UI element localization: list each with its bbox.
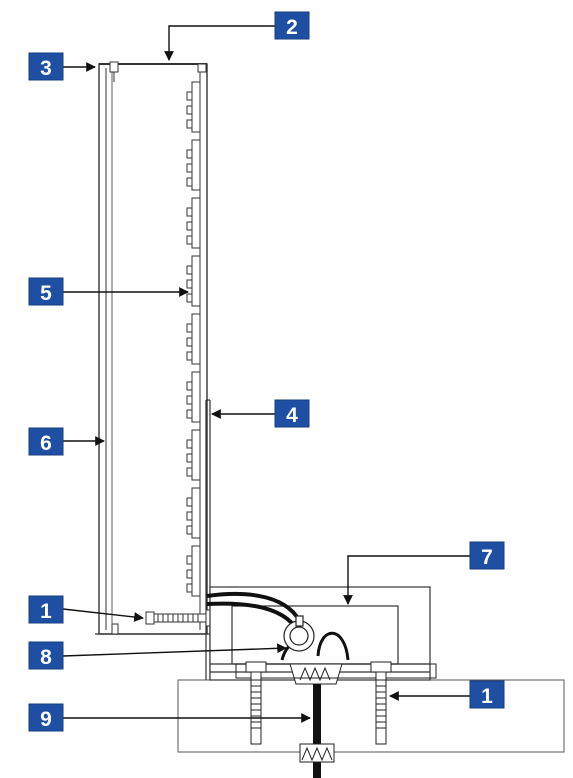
callout-label: 4 — [286, 404, 298, 427]
callout-label: 1 — [40, 600, 52, 623]
callout-1-anchor: 1 — [469, 680, 505, 709]
callout-6: 6 — [28, 427, 64, 456]
led-modules — [186, 81, 201, 597]
callout-9: 9 — [28, 703, 64, 732]
anchor-bolts — [245, 661, 392, 745]
led-module — [186, 197, 201, 249]
callout-label: 6 — [40, 432, 52, 455]
led-module — [186, 313, 201, 365]
led-module — [186, 81, 201, 133]
callout-5: 5 — [28, 277, 64, 306]
led-module — [186, 139, 201, 191]
top-fastener — [109, 61, 207, 82]
callout-8: 8 — [28, 641, 64, 670]
callout-4: 4 — [274, 399, 310, 428]
conduit — [299, 684, 335, 778]
led-module — [186, 255, 201, 307]
callout-label: 9 — [40, 708, 52, 731]
callout-7: 7 — [469, 541, 505, 570]
callout-label: 2 — [286, 16, 298, 39]
concrete-base — [177, 679, 565, 753]
callout-1-bolt: 1 — [28, 595, 64, 624]
callout-label: 1 — [481, 685, 493, 708]
leader-arrows — [62, 25, 470, 723]
callout-label: 7 — [481, 546, 493, 569]
callout-3: 3 — [28, 52, 64, 81]
led-module — [186, 429, 201, 481]
led-module — [186, 545, 201, 597]
led-module — [186, 371, 201, 423]
conduit-nut — [235, 663, 437, 685]
callout-label: 8 — [40, 646, 52, 669]
callout-2: 2 — [274, 11, 310, 40]
callout-label: 5 — [40, 282, 52, 305]
callout-label: 3 — [40, 57, 52, 80]
cable-clamp — [283, 615, 315, 652]
led-module — [186, 487, 201, 539]
